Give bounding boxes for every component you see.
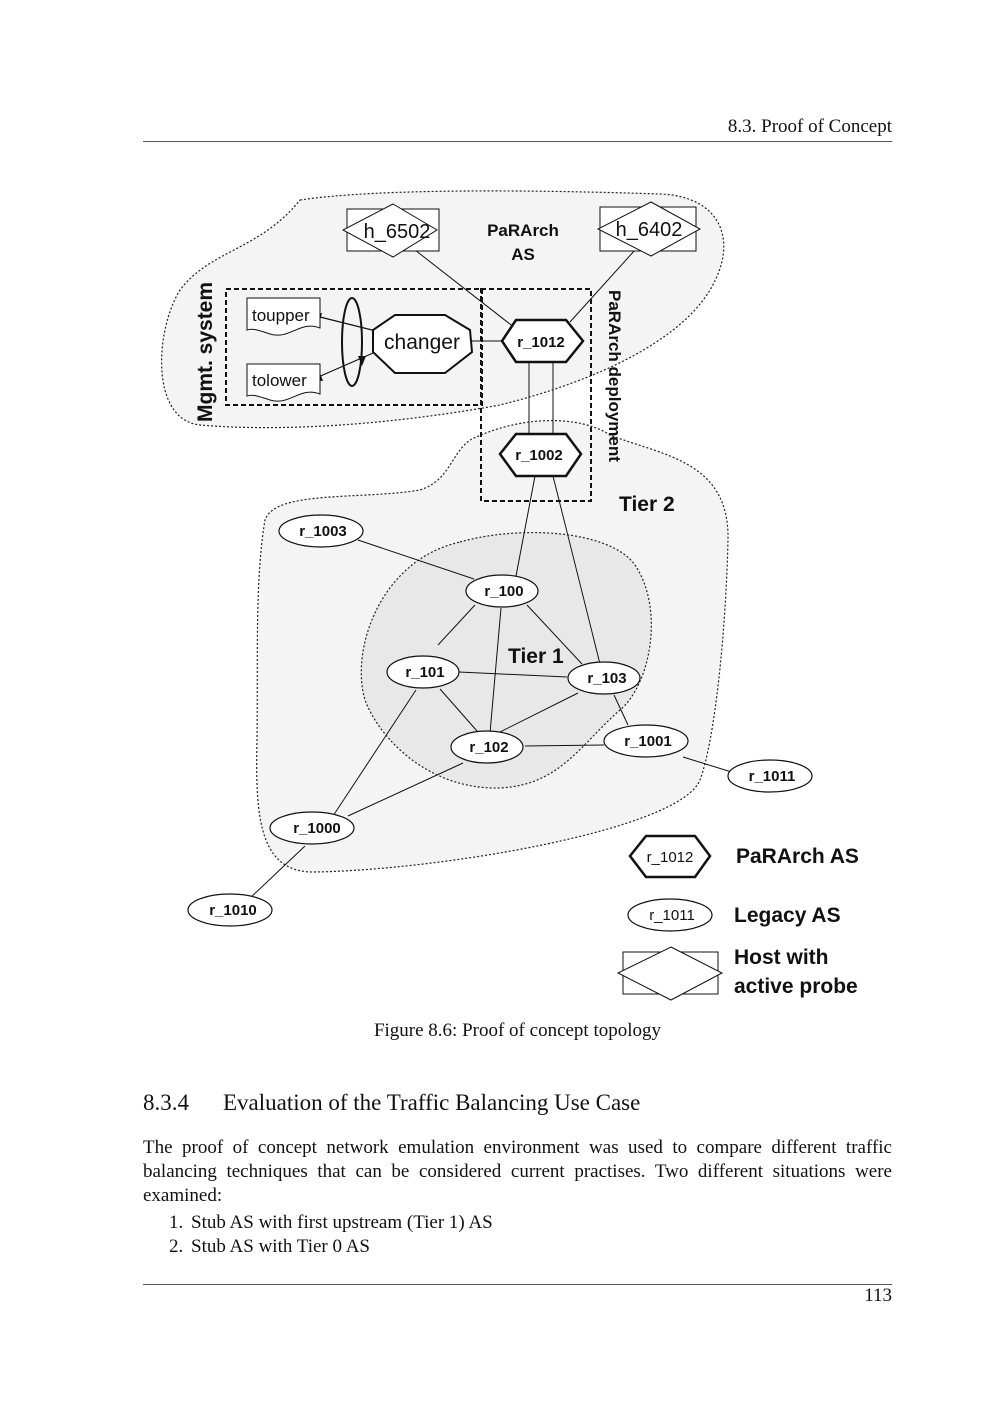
svg-text:h_6402: h_6402 (616, 219, 683, 241)
mgmt-system-label: Mgmt. system (194, 282, 217, 422)
edge-r103-r1001 (613, 694, 629, 726)
figure-topology: toupper tolower changer h_6502 h_6402 Pa… (140, 180, 900, 1010)
node-r1011: r_1011 (727, 759, 813, 793)
list-item-text: Stub AS with first upstream (Tier 1) AS (191, 1212, 493, 1233)
edge-r101-r103 (458, 671, 568, 678)
list-item-text: Stub AS with Tier 0 AS (191, 1236, 370, 1257)
edges (247, 249, 739, 901)
svg-text:r_1011: r_1011 (749, 768, 796, 785)
node-r1001: r_1001 (603, 724, 689, 758)
tier1-label: Tier 1 (508, 645, 564, 668)
edge-r1002-r100 (515, 475, 536, 577)
tier1-region (360, 531, 652, 789)
svg-text:r_1002: r_1002 (515, 447, 563, 464)
svg-text:r_103: r_103 (587, 670, 626, 687)
legend-legacy-as: r_1011 Legacy AS (627, 898, 841, 932)
body-paragraph: The proof of concept network emulation e… (143, 1137, 892, 1206)
list-marker: 2. (169, 1236, 184, 1257)
node-r1003: r_1003 (278, 514, 364, 548)
footer-rule (143, 1284, 892, 1285)
legend-host-probe: Host with active probe (616, 946, 858, 1001)
svg-text:Host with: Host with (734, 946, 829, 969)
svg-text:r_102: r_102 (469, 739, 508, 756)
pararch-deployment-label: PaRArch deployment (605, 290, 624, 462)
arrow-changer-tolower (315, 349, 381, 379)
header-rule (143, 141, 892, 142)
node-r101: r_101 (386, 655, 460, 689)
topology-diagram: toupper tolower changer h_6502 h_6402 Pa… (161, 190, 859, 1001)
legend-hexagon-icon (628, 834, 712, 879)
svg-text:r_1010: r_1010 (209, 902, 257, 919)
node-h6402: h_6402 (596, 201, 702, 257)
node-changer: changer (372, 314, 474, 374)
edge-r101-r1000 (332, 689, 417, 817)
node-tolower: tolower (246, 363, 321, 402)
list-item: 1. Stub AS with first upstream (Tier 1) A… (143, 1211, 892, 1235)
node-r103: r_103 (567, 661, 641, 695)
section-title: Evaluation of the Traffic Balancing Use … (223, 1090, 641, 1115)
list-item: 2. Stub AS with Tier 0 AS (143, 1235, 892, 1259)
legend: r_1012 PaRArch AS r_1011 Legacy AS Host … (616, 834, 859, 1001)
edge-r102-r1001 (524, 744, 605, 747)
node-r102: r_102 (450, 730, 524, 764)
pararch-as-label-2: AS (511, 245, 535, 264)
tier2-label: Tier 2 (619, 493, 675, 516)
legend-probe-diamond-icon (616, 946, 724, 1001)
svg-text:PaRArch AS: PaRArch AS (736, 845, 859, 868)
edge-r102-r1000 (347, 762, 464, 817)
svg-text:r_1012: r_1012 (647, 849, 694, 866)
edge-r100-r102 (489, 607, 502, 734)
svg-text:toupper: toupper (252, 306, 310, 325)
edge-r100-r101 (437, 604, 476, 646)
pararch-as-label: PaRArch (487, 221, 559, 240)
node-r100: r_100 (465, 574, 539, 608)
svg-text:r_1012: r_1012 (517, 334, 565, 351)
node-r1000: r_1000 (269, 811, 355, 845)
figure-caption: Figure 8.6: Proof of concept topology (373, 1020, 662, 1041)
svg-text:r_100: r_100 (484, 583, 523, 600)
arrow-changer-toupper (315, 315, 381, 333)
rotation-arrowhead-icon (358, 356, 366, 366)
section-heading: 8.3.4 Evaluation of the Traffic Balancing… (143, 1090, 892, 1116)
edge-r1003-r100 (357, 539, 475, 580)
edge-h6402-r1012 (569, 249, 636, 323)
rotation-ellipse (341, 297, 363, 387)
svg-text:changer: changer (384, 331, 460, 354)
node-r1012: r_1012 (500, 318, 585, 364)
section-number: 8.3.4 (143, 1090, 189, 1115)
node-h6502: h_6502 (341, 203, 440, 258)
svg-text:r_1001: r_1001 (624, 733, 672, 750)
edge-h6502-r1012 (414, 249, 516, 329)
edge-r102-r103 (485, 692, 579, 740)
edge-r1002-r103 (552, 475, 601, 665)
node-r1002: r_1002 (498, 432, 583, 478)
legend-ellipse-icon (627, 898, 713, 932)
svg-text:tolower: tolower (252, 371, 307, 390)
edge-r1001-r1011 (682, 756, 739, 775)
svg-text:active probe: active probe (734, 975, 858, 998)
svg-text:Legacy AS: Legacy AS (734, 904, 841, 927)
node-r1010: r_1010 (187, 893, 273, 927)
page-number: 113 (864, 1285, 892, 1306)
svg-text:r_1003: r_1003 (299, 523, 347, 540)
pararch-deployment-box (480, 288, 592, 502)
svg-text:h_6502: h_6502 (364, 221, 431, 243)
legend-pararch-as: r_1012 PaRArch AS (628, 834, 859, 879)
edge-r100-r103 (526, 604, 583, 665)
edge-r1000-r1010 (247, 845, 306, 901)
node-toupper: toupper (246, 297, 321, 336)
edge-r101-r102 (439, 688, 478, 732)
svg-text:r_101: r_101 (405, 664, 444, 681)
list-marker: 1. (169, 1212, 184, 1233)
svg-text:r_1000: r_1000 (293, 820, 341, 837)
svg-text:r_1011: r_1011 (649, 907, 695, 924)
running-head: 8.3. Proof of Concept (727, 116, 892, 137)
situations-list: 1. Stub AS with first upstream (Tier 1) A… (143, 1211, 892, 1259)
